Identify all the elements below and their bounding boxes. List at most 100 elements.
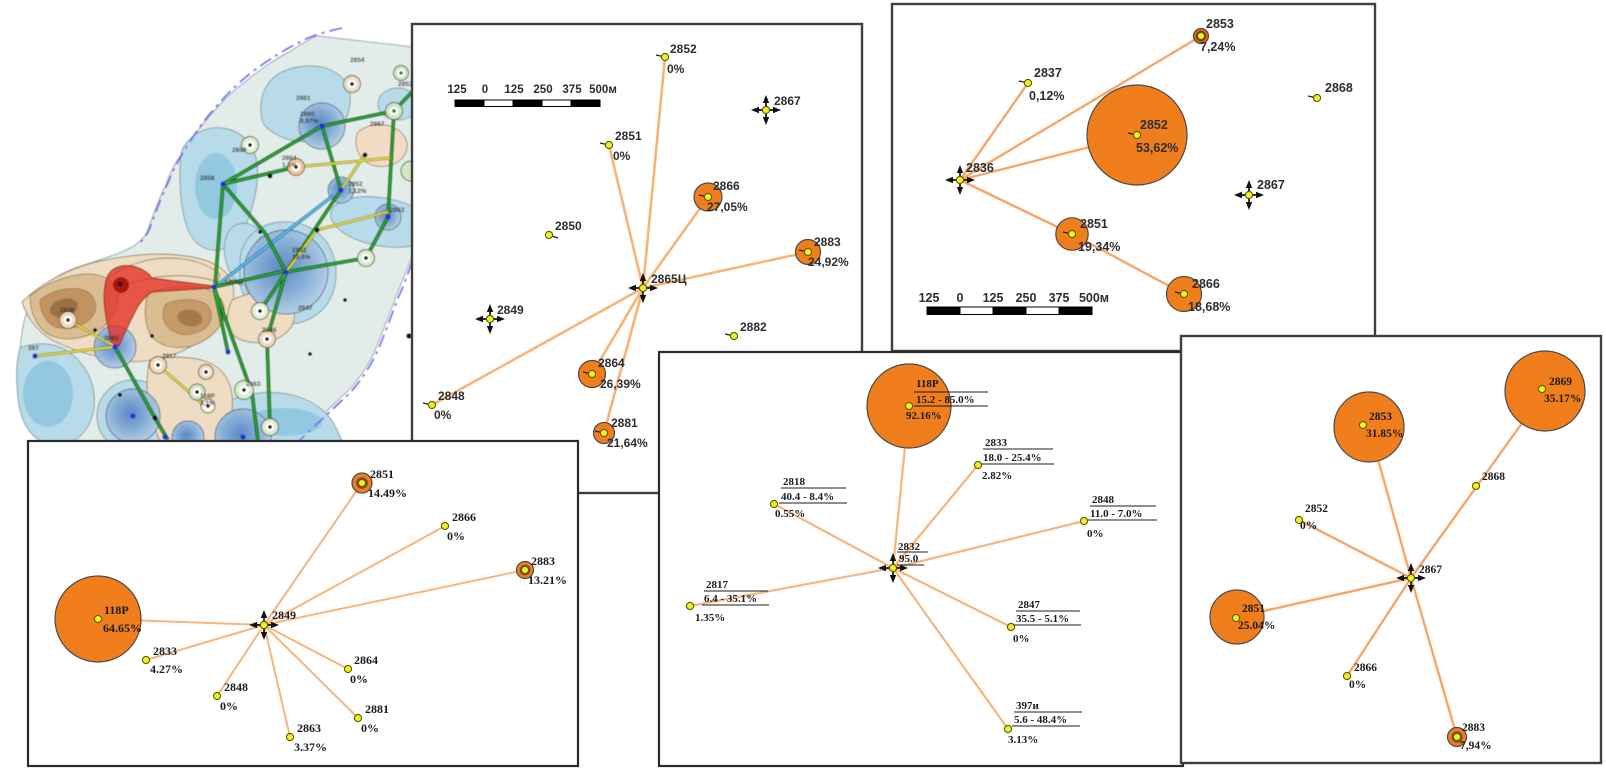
svg-text:2883: 2883	[814, 235, 841, 249]
svg-text:2833: 2833	[985, 437, 1008, 449]
svg-text:11.0 - 7.0%: 11.0 - 7.0%	[1090, 508, 1143, 520]
svg-text:14.49%: 14.49%	[368, 486, 407, 500]
svg-text:125: 125	[504, 84, 524, 96]
svg-text:0%: 0%	[447, 529, 465, 543]
svg-text:40.4 - 8.4%: 40.4 - 8.4%	[781, 491, 834, 503]
svg-text:3,1%: 3,1%	[200, 400, 215, 407]
svg-text:2847: 2847	[1018, 599, 1041, 611]
svg-text:15.2 - 85.0%: 15.2 - 85.0%	[916, 394, 975, 406]
svg-text:2848: 2848	[1092, 494, 1115, 506]
svg-text:2881: 2881	[611, 416, 638, 430]
svg-text:2851: 2851	[370, 467, 394, 481]
svg-text:2866: 2866	[1354, 662, 1377, 674]
svg-text:0%: 0%	[1300, 520, 1317, 532]
svg-text:2833: 2833	[153, 644, 177, 658]
svg-text:2852: 2852	[348, 181, 363, 188]
svg-text:2863: 2863	[246, 381, 261, 388]
svg-text:3.37%: 3.37%	[294, 740, 327, 754]
svg-text:25.04%: 25.04%	[1238, 620, 1275, 632]
svg-text:0%: 0%	[220, 699, 238, 713]
svg-text:2864: 2864	[598, 356, 625, 370]
svg-text:375: 375	[1049, 291, 1070, 305]
svg-text:2864: 2864	[282, 155, 297, 162]
svg-text:118Р: 118Р	[916, 378, 939, 390]
svg-text:0,97%: 0,97%	[300, 118, 319, 125]
svg-text:2851: 2851	[1242, 603, 1265, 615]
svg-text:2853: 2853	[1369, 411, 1392, 423]
svg-text:118Р: 118Р	[104, 603, 129, 617]
svg-text:2862: 2862	[390, 207, 405, 214]
svg-text:7,94%: 7,94%	[1460, 740, 1492, 752]
svg-text:19,34%: 19,34%	[1078, 240, 1120, 254]
svg-text:6.4 - 35.1%: 6.4 - 35.1%	[704, 593, 757, 605]
svg-text:2866: 2866	[1192, 277, 1220, 291]
svg-text:7,24%: 7,24%	[1200, 40, 1235, 54]
svg-text:118Р: 118Р	[200, 393, 215, 400]
svg-text:2832: 2832	[898, 541, 921, 553]
svg-text:0.55%: 0.55%	[775, 508, 805, 520]
svg-text:21,64%: 21,64%	[607, 436, 648, 450]
svg-text:2817: 2817	[706, 579, 729, 591]
svg-text:500м: 500м	[1079, 291, 1109, 305]
svg-text:2858: 2858	[200, 175, 215, 182]
svg-text:2817: 2817	[162, 353, 177, 360]
svg-text:31.85%: 31.85%	[1366, 428, 1403, 440]
svg-text:2.82%: 2.82%	[982, 470, 1012, 482]
svg-text:0: 0	[957, 291, 964, 305]
svg-text:2868: 2868	[1325, 81, 1353, 95]
svg-text:2867: 2867	[1257, 178, 1285, 192]
svg-text:27,05%: 27,05%	[707, 200, 748, 214]
svg-text:2865Ц: 2865Ц	[651, 272, 687, 286]
svg-text:397: 397	[28, 345, 39, 352]
svg-text:35.17%: 35.17%	[1544, 393, 1581, 405]
svg-text:1.35%: 1.35%	[695, 612, 725, 624]
svg-text:1,1%: 1,1%	[282, 162, 297, 169]
svg-text:95.0: 95.0	[899, 553, 919, 565]
svg-text:13,4%: 13,4%	[292, 254, 311, 261]
svg-text:0%: 0%	[613, 149, 631, 163]
svg-text:2866: 2866	[713, 179, 740, 193]
svg-text:2882: 2882	[740, 320, 767, 334]
svg-text:2863: 2863	[297, 721, 321, 735]
svg-text:92.16%: 92.16%	[906, 410, 942, 422]
svg-text:2864: 2864	[354, 653, 378, 667]
svg-text:2853: 2853	[398, 81, 413, 88]
svg-text:1,12%: 1,12%	[348, 188, 367, 195]
svg-text:2866: 2866	[452, 510, 476, 524]
svg-text:2849: 2849	[497, 303, 524, 317]
svg-text:2836: 2836	[966, 161, 994, 175]
svg-text:2883: 2883	[1462, 722, 1485, 734]
svg-text:2848: 2848	[224, 680, 248, 694]
svg-text:2868: 2868	[1482, 471, 1505, 483]
svg-text:2860: 2860	[300, 111, 315, 118]
svg-text:2837: 2837	[1034, 66, 1062, 80]
svg-text:2848: 2848	[60, 307, 75, 314]
svg-text:2818: 2818	[783, 476, 806, 488]
svg-text:3.13%: 3.13%	[1008, 734, 1038, 746]
svg-text:500м: 500м	[589, 84, 617, 96]
svg-text:4.27%: 4.27%	[150, 662, 183, 676]
svg-text:2867: 2867	[1419, 564, 1442, 576]
svg-text:2852: 2852	[1140, 118, 1168, 132]
svg-text:250: 250	[1016, 291, 1037, 305]
svg-text:0%: 0%	[350, 672, 368, 686]
svg-text:250: 250	[533, 84, 552, 96]
svg-text:2848: 2848	[438, 389, 465, 403]
svg-text:0,12%: 0,12%	[1029, 89, 1064, 103]
svg-text:0%: 0%	[667, 62, 685, 76]
svg-text:2851: 2851	[1080, 217, 1108, 231]
svg-text:53,62%: 53,62%	[1136, 141, 1178, 155]
svg-text:2854: 2854	[350, 57, 365, 64]
svg-text:35.5 - 5.1%: 35.5 - 5.1%	[1016, 613, 1069, 625]
svg-text:2861: 2861	[296, 95, 311, 102]
svg-text:2853: 2853	[1206, 17, 1234, 31]
svg-text:2867: 2867	[370, 121, 385, 128]
svg-text:2850: 2850	[555, 219, 582, 233]
svg-text:26,39%: 26,39%	[600, 377, 641, 391]
svg-text:13.21%: 13.21%	[528, 573, 567, 587]
svg-text:5.6 - 48.4%: 5.6 - 48.4%	[1014, 714, 1067, 726]
svg-text:125: 125	[919, 291, 940, 305]
svg-text:0%: 0%	[361, 721, 379, 735]
svg-text:2859: 2859	[232, 147, 247, 154]
svg-text:18,68%: 18,68%	[1188, 300, 1230, 314]
